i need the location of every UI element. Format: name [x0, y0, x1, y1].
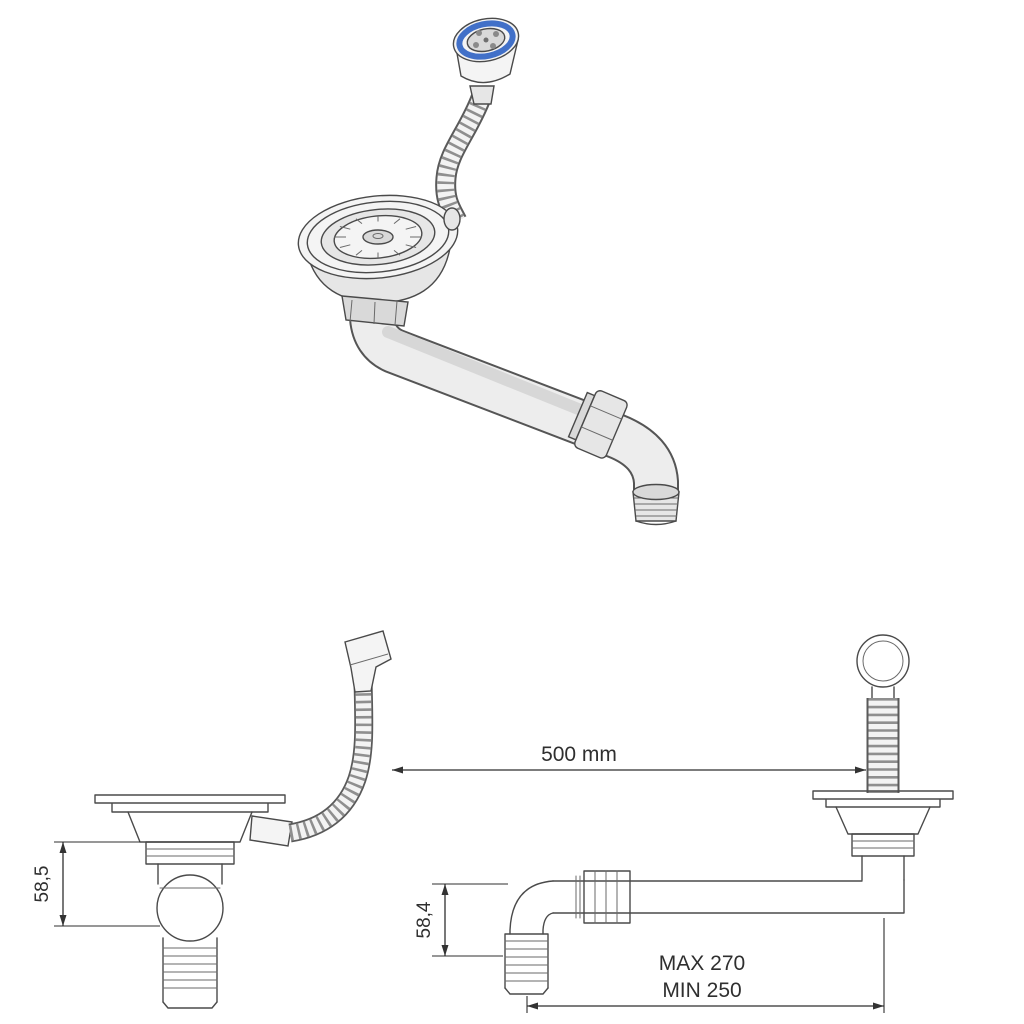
- dimension-max-min: MAX 270 MIN 250: [526, 918, 885, 1013]
- strainer-3d: [297, 194, 461, 327]
- dimension-58-4: 58,4: [414, 883, 508, 957]
- overflow-hose-3d: [446, 98, 481, 221]
- blue-ring: [456, 20, 516, 60]
- right-drain-height-label: 58,4: [414, 901, 435, 938]
- overflow-inlet-3d: [443, 207, 461, 231]
- overflow-cap-3d: [452, 17, 520, 105]
- overflow-fitting-left: [344, 630, 392, 693]
- pipe-nut: [583, 870, 631, 924]
- left-drain-height-label: 58,5: [32, 866, 53, 903]
- hose-span-label: 500 mm: [541, 743, 617, 766]
- strainer-section-right: [812, 790, 954, 881]
- pipe-threaded-end-3d: [632, 483, 680, 526]
- side-view-right: [812, 634, 954, 881]
- pipe-min-label: MIN 250: [662, 979, 741, 1002]
- product-3d-view: [297, 17, 680, 526]
- pipe-and-elbow: [504, 870, 905, 995]
- horizontal-pipe-view: 58,4 MAX 270 MIN 250: [414, 870, 905, 1013]
- pipe-coupling-nut: [567, 390, 628, 459]
- strainer-section-left: [94, 794, 286, 1009]
- overflow-cap-right: [856, 634, 910, 699]
- waste-pipe-3d: [372, 262, 680, 526]
- pipe-max-label: MAX 270: [659, 952, 745, 975]
- side-view-left: 58,5: [32, 630, 392, 1009]
- overflow-hose-left: [249, 630, 392, 847]
- strainer-slots: [334, 216, 422, 258]
- dimension-58-5: 58,5: [32, 841, 160, 927]
- dimension-500mm: 500 mm: [392, 743, 866, 774]
